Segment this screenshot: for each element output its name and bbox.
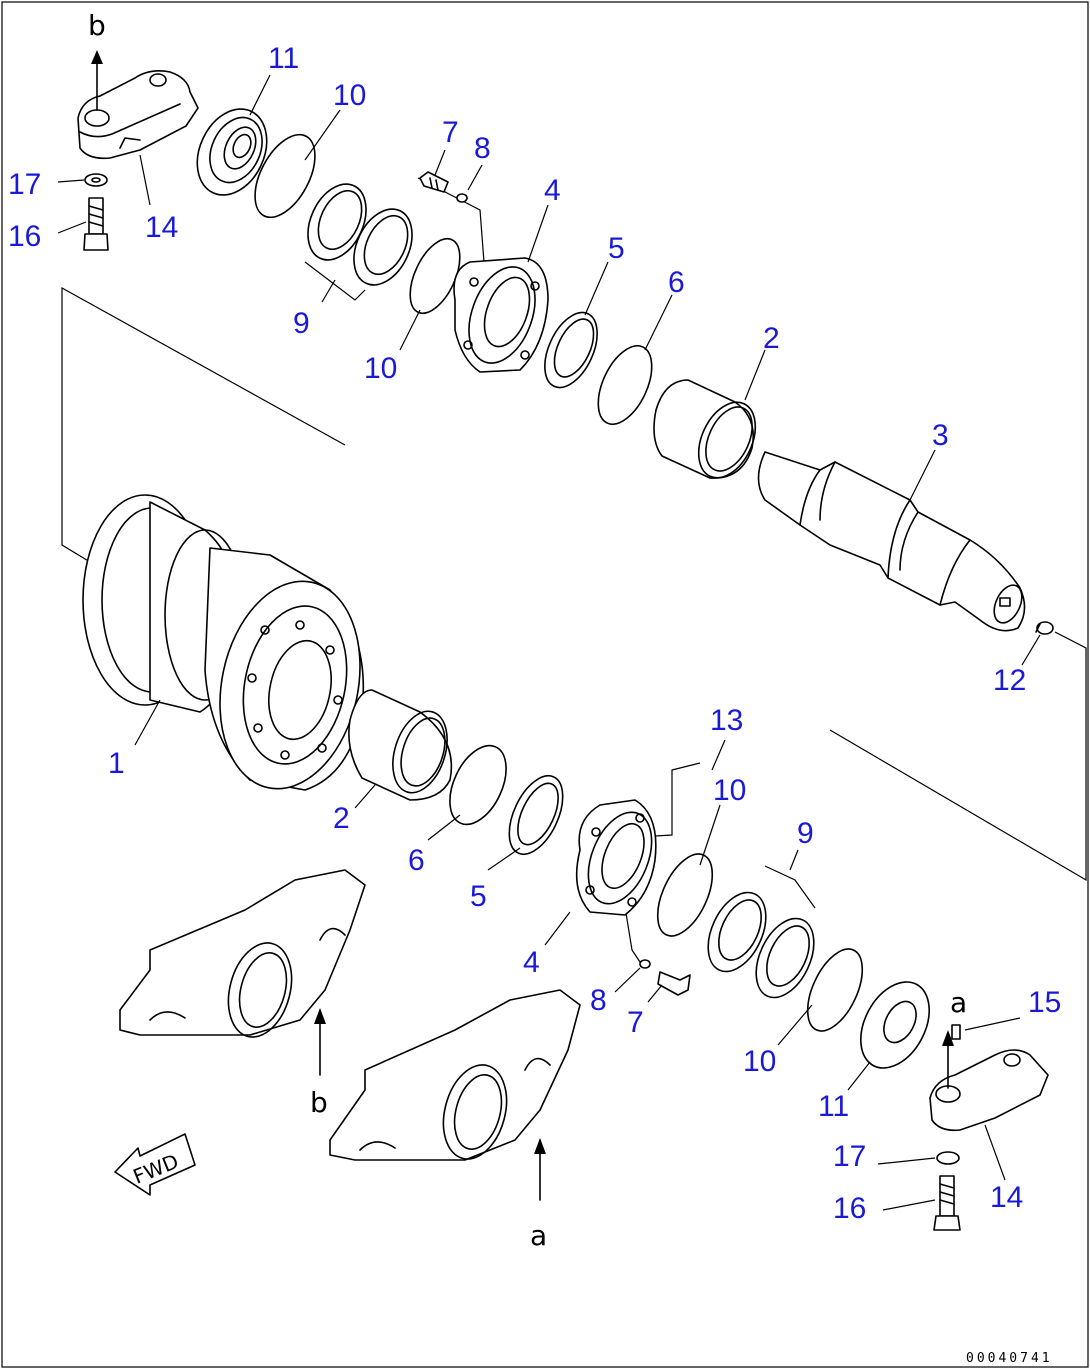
callout-9: 9 — [293, 307, 310, 340]
ref-b-bottom: b — [310, 1086, 328, 1119]
callout-5: 5 — [470, 880, 487, 913]
ref-a-bottom: a — [530, 1219, 547, 1252]
callout-10: 10 — [713, 774, 746, 807]
upper-floating-seal-9 — [304, 183, 413, 301]
ref-a-right: a — [950, 986, 967, 1019]
lower-bolt-7 — [639, 959, 691, 996]
drawing-code: 00040741 — [966, 1351, 1053, 1366]
callout-17: 17 — [8, 168, 41, 201]
leader-lines — [57, 74, 1041, 1211]
upper-bushing-2 — [653, 379, 757, 479]
callout-8: 8 — [474, 132, 491, 165]
callout-10: 10 — [743, 1045, 776, 1078]
callout-16: 16 — [8, 220, 41, 253]
callout-13: 13 — [710, 704, 743, 737]
upper-seal-11 — [196, 108, 268, 196]
callout-4: 4 — [544, 174, 561, 207]
callout-15: 15 — [1028, 986, 1061, 1019]
callout-10: 10 — [364, 352, 397, 385]
callout-7: 7 — [442, 116, 459, 149]
lower-bushing-2 — [348, 689, 453, 801]
callout-7: 7 — [627, 1006, 644, 1039]
callout-5: 5 — [608, 232, 625, 265]
ref-b-top: b — [88, 9, 106, 42]
callout-4: 4 — [523, 946, 540, 979]
upper-oring-10a — [254, 133, 316, 219]
callout-labels: 11 10 7 8 4 17 16 14 9 10 5 6 2 3 12 1 2… — [8, 42, 1061, 1225]
callout-9: 9 — [797, 817, 814, 850]
callout-14: 14 — [990, 1181, 1023, 1214]
callout-11: 11 — [818, 1090, 849, 1123]
callout-2: 2 — [763, 322, 780, 355]
upper-collar-4 — [453, 257, 549, 373]
callout-1: 1 — [108, 747, 125, 780]
reference-letters: b b a a — [88, 9, 967, 1252]
assembly-guide-lines — [61, 177, 1087, 963]
upper-oring-10b — [409, 237, 461, 315]
washer-bolt-bottom-right — [933, 1151, 961, 1231]
callout-10: 10 — [333, 79, 366, 112]
callout-16: 16 — [833, 1192, 866, 1225]
fwd-arrow: FWD — [114, 1133, 196, 1196]
lower-collar-4 — [575, 799, 657, 916]
lower-seal-11 — [860, 981, 930, 1069]
callout-17: 17 — [833, 1140, 866, 1173]
pin-15 — [951, 1024, 961, 1040]
shaft-3 — [757, 451, 1026, 632]
lower-floating-seal-9 — [707, 865, 816, 999]
callout-3: 3 — [932, 419, 949, 452]
lower-thrust-washer-5 — [508, 775, 564, 855]
callout-11: 11 — [268, 42, 299, 75]
bracket-top-left — [77, 50, 199, 160]
callout-2: 2 — [333, 802, 350, 835]
bracket-bottom-right — [929, 1030, 1049, 1132]
upper-oring-6 — [597, 345, 653, 425]
washer-bolt-top-left — [83, 173, 109, 251]
upper-bolt-7 — [419, 171, 468, 203]
lower-oring-10b — [806, 948, 864, 1032]
track-roller-1 — [82, 494, 365, 791]
track-link-left — [119, 869, 366, 1076]
callout-6: 6 — [668, 266, 685, 299]
upper-thrust-washer-5 — [544, 311, 598, 389]
callout-6: 6 — [408, 844, 425, 877]
callout-8: 8 — [590, 984, 607, 1017]
callout-14: 14 — [145, 211, 178, 244]
lower-oring-6 — [449, 744, 507, 826]
track-link-right — [329, 989, 581, 1201]
callout-12: 12 — [993, 664, 1026, 697]
plug-12 — [1035, 621, 1054, 635]
